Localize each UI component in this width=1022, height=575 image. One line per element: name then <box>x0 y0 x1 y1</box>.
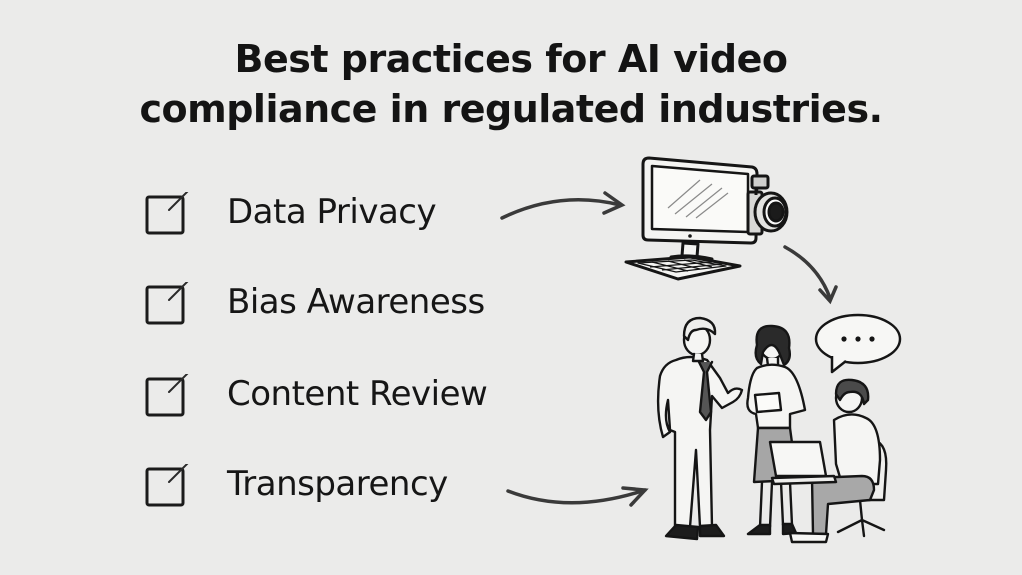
person-seated-with-laptop <box>768 378 888 544</box>
checkbox-checked-icon <box>145 192 189 235</box>
checklist-item-bias-awareness: Bias Awareness <box>143 276 563 336</box>
checklist-label: Content Review <box>227 374 488 414</box>
person-woman-with-tablet <box>746 324 807 536</box>
arrow-down-icon <box>783 245 838 305</box>
checkbox-checked-icon <box>145 282 189 325</box>
team-meeting-illustration <box>656 316 888 544</box>
checkbox-checked-icon <box>145 464 189 507</box>
title-line-1: Best practices for AI video <box>234 37 788 81</box>
checklist-label: Transparency <box>227 464 448 504</box>
checklist-label: Bias Awareness <box>227 282 485 322</box>
title-line-2: compliance in regulated industries. <box>139 87 883 131</box>
page-title: Best practices for AI video compliance i… <box>0 34 1022 134</box>
arrow-right-icon <box>500 191 626 220</box>
computer-with-video-camera-icon <box>624 156 789 281</box>
person-man-with-tie <box>656 316 744 541</box>
checklist-item-data-privacy: Data Privacy <box>143 186 563 246</box>
speech-bubble-ellipsis-icon <box>814 313 902 374</box>
arrow-right-icon <box>506 486 649 507</box>
checklist-label: Data Privacy <box>227 192 437 232</box>
checklist-item-transparency: Transparency <box>143 458 563 518</box>
checkbox-checked-icon <box>145 374 189 417</box>
checklist-item-content-review: Content Review <box>143 368 563 428</box>
